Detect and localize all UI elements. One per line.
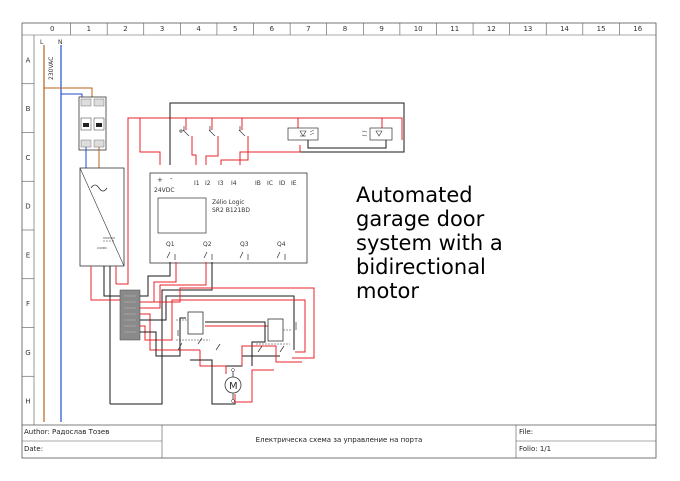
column-label: 6 bbox=[270, 25, 275, 33]
row-label: F bbox=[26, 300, 30, 308]
input-pushbuttons bbox=[179, 126, 246, 137]
column-label: 1 bbox=[87, 25, 91, 33]
plc-output-labels: Q1 Q2 Q3 Q4 bbox=[166, 241, 286, 248]
plc-input-label: I3 bbox=[218, 180, 224, 187]
relay-coil-2 bbox=[267, 318, 284, 342]
column-label: 8 bbox=[343, 25, 347, 33]
column-label: 2 bbox=[123, 25, 127, 33]
plc-output-label: Q4 bbox=[277, 241, 286, 248]
row-label: B bbox=[26, 105, 31, 113]
plc-input-label: ID bbox=[279, 180, 286, 187]
voltage-label: 230VAC bbox=[48, 57, 55, 80]
column-label: 10 bbox=[414, 25, 423, 33]
plc-output-label: Q3 bbox=[240, 241, 249, 248]
headline-line: motor bbox=[356, 279, 420, 303]
circuit-breaker bbox=[78, 96, 107, 168]
relay-wiring bbox=[110, 262, 315, 405]
headline-line: system with a bbox=[356, 231, 503, 255]
plc-display bbox=[157, 197, 207, 234]
column-label: 16 bbox=[633, 25, 642, 33]
headline: Automated garage door system with a bidi… bbox=[356, 183, 546, 303]
phase-label: L bbox=[40, 39, 44, 46]
neutral-label: N bbox=[58, 39, 63, 46]
psu-label: 24VDC bbox=[97, 246, 107, 250]
column-label: 11 bbox=[450, 25, 459, 33]
relay-coil-1 bbox=[187, 311, 204, 335]
plc-input-label: IC bbox=[267, 180, 273, 187]
row-label: H bbox=[25, 398, 30, 406]
plc-input-label: I4 bbox=[231, 180, 237, 187]
photo-sensors bbox=[287, 127, 393, 141]
plc-output-label: Q2 bbox=[203, 241, 212, 248]
plc-input-label: I1 bbox=[194, 180, 200, 187]
row-label: G bbox=[25, 349, 30, 357]
column-label: 9 bbox=[379, 25, 383, 33]
plc-minus-label: - bbox=[170, 175, 173, 183]
folio-field: Folio: 1/1 bbox=[519, 445, 552, 453]
terminal-block bbox=[119, 289, 141, 341]
plc-input-labels: I1 I2 I3 I4 IB IC ID IE bbox=[194, 180, 297, 187]
column-label: 0 bbox=[50, 25, 54, 33]
plc-input-label: I2 bbox=[205, 180, 211, 187]
description-field: Електрическа схема за управление на порт… bbox=[255, 436, 423, 444]
column-label: 7 bbox=[306, 25, 310, 33]
file-field: File: bbox=[519, 428, 534, 436]
column-label: 15 bbox=[597, 25, 606, 33]
row-label: E bbox=[26, 251, 30, 259]
row-label: D bbox=[25, 203, 30, 211]
plc-power-label: 24VDC bbox=[154, 187, 175, 194]
relay-coils bbox=[176, 311, 297, 353]
headline-line: bidirectional bbox=[356, 255, 486, 279]
motor: M bbox=[224, 368, 242, 403]
plc-plus-label: + bbox=[157, 176, 163, 184]
supply-lines: L N 230VAC bbox=[40, 39, 93, 422]
title-block-frame bbox=[22, 425, 656, 458]
column-label: 5 bbox=[233, 25, 237, 33]
plc-brand: Zélio Logic bbox=[212, 199, 244, 206]
column-label: 14 bbox=[560, 25, 569, 33]
column-label: 3 bbox=[160, 25, 164, 33]
row-labels: A B C D E F G H bbox=[22, 56, 34, 406]
dc-wiring bbox=[90, 102, 405, 301]
row-label: C bbox=[26, 154, 31, 162]
headline-line: Automated bbox=[356, 183, 473, 207]
sheet-frame bbox=[21, 22, 657, 459]
date-field: Date: bbox=[24, 445, 44, 453]
column-label: 12 bbox=[487, 25, 496, 33]
plc-model: SR2 B121BD bbox=[212, 207, 250, 214]
plc-input-label: IB bbox=[255, 180, 261, 187]
power-supply-24vdc: 24VDC bbox=[79, 167, 125, 404]
column-label: 4 bbox=[196, 25, 201, 33]
headline-line: garage door bbox=[356, 207, 485, 231]
plc-input-label: IE bbox=[291, 180, 297, 187]
plc-output-label: Q1 bbox=[166, 241, 175, 248]
motor-symbol: M bbox=[229, 381, 238, 392]
column-label: 13 bbox=[523, 25, 532, 33]
author-field: Author: Радослав Тозев bbox=[24, 428, 110, 436]
row-label: A bbox=[26, 56, 31, 64]
